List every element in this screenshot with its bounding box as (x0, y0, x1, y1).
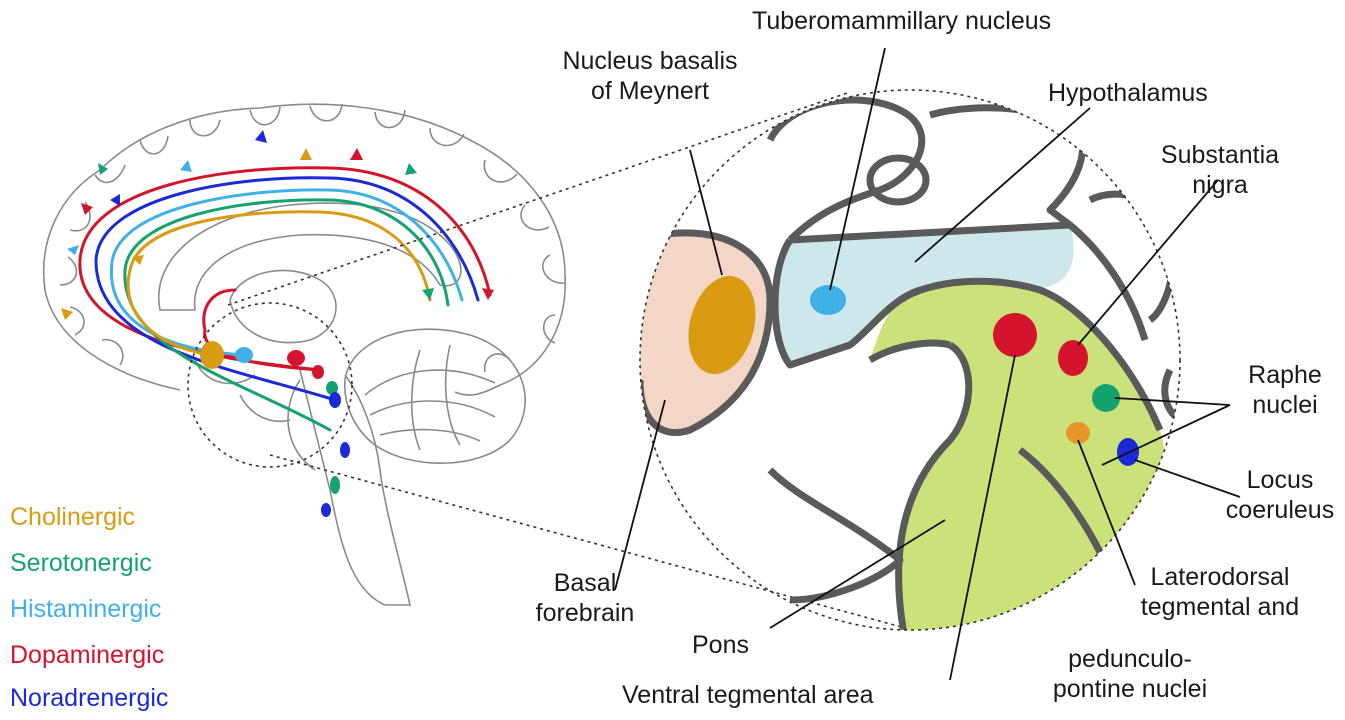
label-basal-forebrain: Basal forebrain (505, 568, 665, 628)
legend-noradrenergic: Noradrenergic (10, 683, 168, 713)
label-hypothalamus: Hypothalamus (1048, 78, 1208, 108)
noradrenergic-spinal-2 (321, 503, 331, 517)
label-line: of Meynert (520, 76, 780, 106)
label-line: forebrain (505, 598, 665, 628)
tuberomammillary-spot (810, 285, 846, 315)
label-line: nigra (1130, 170, 1310, 200)
label-substantia-nigra: Substantia nigra (1130, 140, 1310, 200)
label-raphe-nuclei: Raphe nuclei (1230, 360, 1340, 420)
noradrenergic-spinal (340, 442, 350, 458)
label-nucleus-basalis: Nucleus basalis of Meynert (520, 46, 780, 106)
pathway-fibers (80, 168, 490, 430)
label-line: Nucleus basalis (520, 46, 780, 76)
arrow-green (405, 163, 417, 175)
leader-basal-forebrain (615, 400, 665, 590)
noradrenergic-origin (329, 392, 341, 408)
corpus-callosum (159, 203, 461, 310)
serotonergic-pathway (125, 200, 448, 430)
substantia-nigra-spot (1058, 340, 1088, 376)
label-line: Locus (1220, 465, 1340, 495)
arrow-cyan (180, 160, 192, 172)
arrow-cyan (67, 245, 79, 255)
label-vta: Ventral tegmental area (622, 680, 874, 710)
histaminergic-origin (235, 347, 253, 363)
magnified-view (640, 90, 1180, 640)
label-laterodorsal: Laterodorsal tegmental and (1120, 562, 1320, 622)
vta-spot (993, 313, 1037, 357)
cerebellum-folia (365, 345, 495, 450)
label-line: tegmental and (1120, 592, 1320, 622)
label-line: Basal (505, 568, 665, 598)
arrow-gold (300, 148, 312, 160)
serotonergic-spinal (330, 476, 340, 494)
arrow-red (482, 288, 494, 300)
label-line: coeruleus (1220, 495, 1340, 525)
label-pedunculopontine: pedunculo- pontine nuclei (1010, 644, 1250, 704)
label-line: pontine nuclei (1010, 674, 1250, 704)
label-line: Substantia (1130, 140, 1310, 170)
arrow-blue (255, 130, 267, 143)
label-line: nuclei (1230, 390, 1340, 420)
gyri (95, 104, 565, 343)
legend-dopaminergic: Dopaminergic (10, 640, 164, 670)
cerebellum (345, 329, 525, 463)
label-line: Raphe (1230, 360, 1340, 390)
arrow-blue (110, 194, 120, 206)
arrow-gold (61, 308, 73, 320)
leader-substantia-nigra (1078, 180, 1218, 345)
thalamus (230, 270, 336, 342)
legend-cholinergic: Cholinergic (10, 502, 135, 532)
label-locus-coeruleus: Locus coeruleus (1220, 465, 1340, 525)
label-line: pedunculo- (1010, 644, 1250, 674)
arrow-red (350, 148, 363, 160)
legend-serotonergic: Serotonergic (10, 548, 152, 578)
legend-histaminergic: Histaminergic (10, 594, 161, 624)
dopaminergic-origin (287, 350, 305, 366)
dopaminergic-origin-2 (312, 365, 324, 379)
cholinergic-origin (200, 341, 224, 369)
cholinergic-pathway (128, 212, 430, 355)
label-tuberomammillary: Tuberomammillary nucleus (752, 6, 1051, 36)
arrow-green (422, 288, 434, 300)
label-line: Laterodorsal (1120, 562, 1320, 592)
label-pons: Pons (692, 630, 749, 660)
